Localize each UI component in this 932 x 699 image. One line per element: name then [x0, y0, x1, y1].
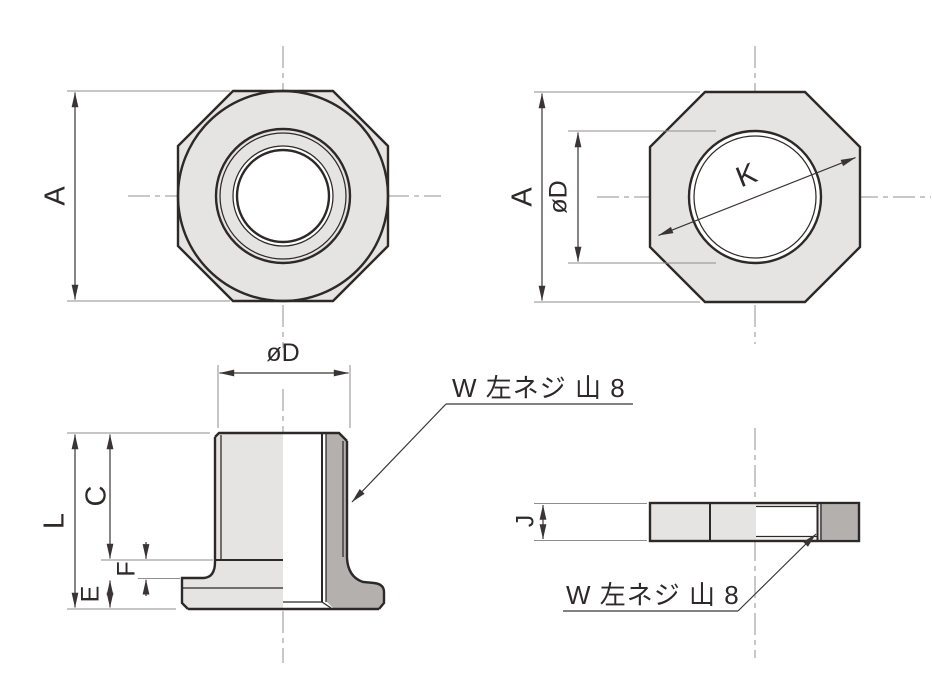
view-ring-side: J W 左ネジ 山 8 [512, 428, 861, 658]
front-bore-circle [235, 148, 331, 244]
section-dim-L: L [39, 432, 210, 610]
ring-outer-outline [648, 501, 861, 543]
back-dim-A: A [507, 91, 700, 303]
dim-label-l: L [39, 513, 71, 529]
view-section-side: øD L C F E W 左ネジ 山 8 [39, 339, 633, 663]
section-left-outline [180, 437, 217, 610]
view-front: A [40, 46, 441, 348]
ring-thread-note: W 左ネジ 山 8 [563, 533, 817, 612]
thread-note-top-leader [351, 403, 447, 503]
thread-note-bottom-leader [737, 533, 817, 612]
dimension-line [658, 157, 856, 236]
section-body-left-fill [182, 433, 283, 609]
front-flange-circle [176, 89, 390, 303]
dim-label-od-back: øD [545, 180, 573, 213]
front-thread-major-circle [214, 127, 352, 265]
section-body-right-fill [326, 433, 384, 609]
section-dim-C: C [81, 434, 213, 561]
thread-note-bottom-text: W 左ネジ 山 8 [566, 580, 740, 610]
ring-dim-J: J [512, 503, 647, 541]
front-dim-A: A [40, 90, 230, 302]
dim-label-f: F [113, 561, 141, 576]
dim-label-j: J [512, 515, 540, 528]
back-dim-oD: øD [545, 130, 716, 264]
section-thread-note: W 左ネジ 山 8 [351, 373, 633, 503]
ring-right-shaded-fill [820, 504, 858, 540]
dim-label-od-section: øD [266, 339, 299, 367]
front-thread-minor-circle [219, 132, 347, 260]
dim-label-a-front: A [40, 186, 72, 206]
section-bore-bottom-chamfer [321, 601, 332, 609]
dim-label-a-back: A [507, 187, 539, 207]
section-dim-oD: øD [217, 339, 351, 428]
ring-bore-white [756, 505, 818, 539]
section-dim-E: E [77, 580, 114, 608]
dim-label-c: C [81, 486, 113, 507]
section-bore-white [283, 433, 322, 609]
section-dim-F: F [113, 542, 180, 596]
front-bore-chamfer-circle [232, 145, 334, 247]
section-right-outline [345, 441, 386, 610]
view-back: A øD K [507, 46, 931, 344]
thread-note-top-text: W 左ネジ 山 8 [452, 373, 626, 403]
section-top-edge [214, 431, 348, 442]
dim-label-e: E [77, 586, 105, 603]
